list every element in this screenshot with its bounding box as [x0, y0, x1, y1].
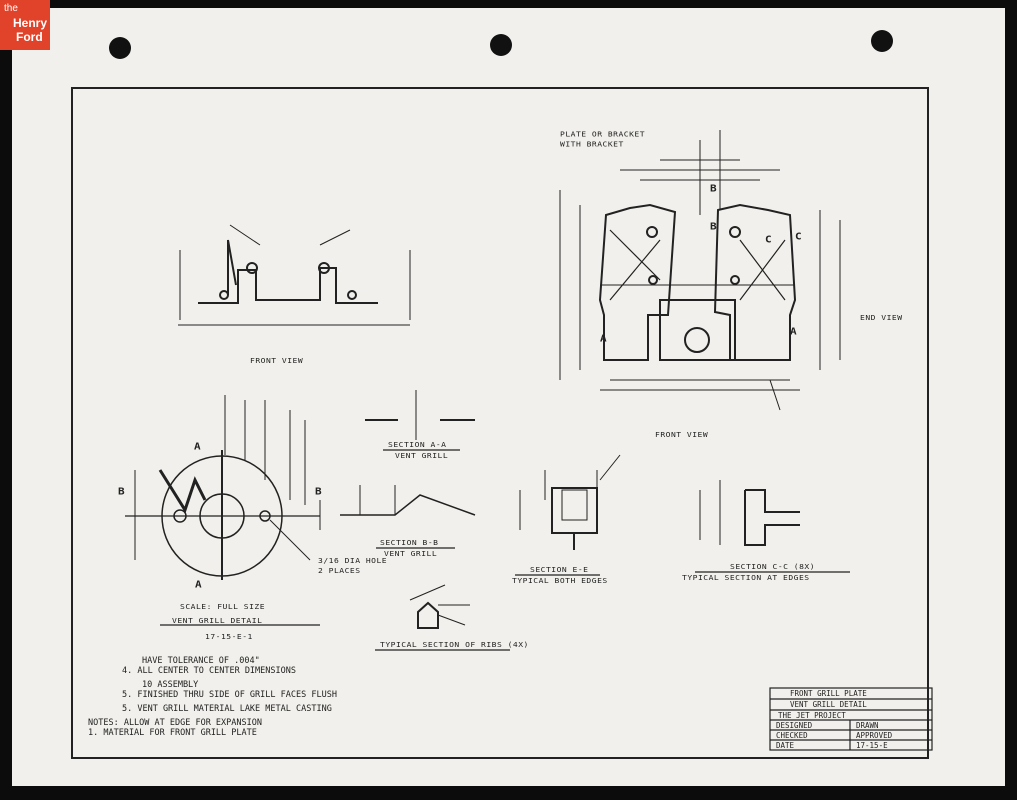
front-grill-plate-view [559, 130, 841, 411]
note-line: 10 ASSEMBLY [142, 680, 199, 690]
section-marker-a: A [195, 578, 203, 591]
title-block-cell: FRONT GRILL PLATE [790, 689, 867, 698]
title-block-cell: DATE [776, 741, 795, 750]
section-marker-c: C [795, 230, 803, 243]
hole-note: 3/16 DIA HOLE [318, 556, 388, 565]
title-block [769, 687, 933, 751]
punch-hole [109, 37, 131, 59]
note-line: 4. ALL CENTER TO CENTER DIMENSIONS [122, 666, 296, 676]
section-marker-b: B [710, 182, 718, 195]
detail-number-label: 17-15-E-1 [205, 632, 253, 641]
section-marker-a: A [194, 440, 202, 453]
section-bb-view [340, 485, 476, 516]
note-line: 5. VENT GRILL MATERIAL LAKE METAL CASTIN… [122, 704, 332, 714]
title-block-cell: APPROVED [856, 731, 893, 740]
plate-note: PLATE OR BRACKET [560, 130, 646, 139]
vent-grill-detail-view [125, 395, 321, 580]
title-block-cell: CHECKED [776, 731, 808, 740]
note-line: HAVE TOLERANCE OF .004" [142, 656, 260, 666]
vent-grill-label-2: VENT GRILL [384, 549, 438, 558]
section-marker-a: A [790, 325, 798, 338]
typical-both-edges-label: TYPICAL BOTH EDGES [512, 576, 608, 585]
section-marker-b: B [315, 485, 323, 498]
rib-section-label: TYPICAL SECTION OF RIBS (4X) [380, 640, 529, 649]
note-line: NOTES: ALLOW AT EDGE FOR EXPANSION [88, 718, 262, 728]
section-ee-label: SECTION E-E [530, 565, 589, 574]
plate-note-2: WITH BRACKET [560, 140, 624, 149]
vent-grill-detail-label: VENT GRILL DETAIL [172, 616, 263, 625]
scale-label: SCALE: FULL SIZE [180, 602, 266, 611]
end-view-label: END VIEW [860, 313, 903, 322]
section-bb-label: SECTION B-B [380, 538, 439, 547]
drawing-border [71, 87, 929, 759]
section-ee-view [519, 454, 621, 550]
section-cc-view [699, 480, 800, 546]
section-marker-b: B [710, 220, 718, 233]
section-marker-b: B [118, 485, 126, 498]
note-line: 5. FINISHED THRU SIDE OF GRILL FACES FLU… [122, 690, 337, 700]
title-block-cell: DRAWN [856, 721, 879, 730]
section-cc-label: SECTION C-C (8X) [730, 562, 816, 571]
vent-grill-label: VENT GRILL [395, 451, 449, 460]
hole-note-2: 2 PLACES [318, 566, 361, 575]
title-block-cell: THE JET PROJECT [778, 711, 846, 720]
section-aa-label: SECTION A-A [388, 440, 447, 449]
punch-hole [871, 30, 893, 52]
note-line: 1. MATERIAL FOR FRONT GRILL PLATE [88, 728, 257, 738]
punch-hole [490, 34, 512, 56]
drawing-sheet [12, 8, 1005, 786]
section-marker-c: C [765, 233, 773, 246]
henry-ford-logo: the Henry Ford [0, 0, 50, 50]
rib-section-view [409, 584, 470, 629]
title-block-cell: 17-15-E [856, 741, 888, 750]
bracket-profile-view [178, 224, 411, 326]
front-view-caption-2: FRONT VIEW [655, 430, 709, 439]
title-block-cell: VENT GRILL DETAIL [790, 700, 867, 709]
section-marker-a: A [600, 332, 608, 345]
front-view-caption: FRONT VIEW [250, 356, 304, 365]
section-aa-view [365, 390, 475, 440]
title-block-cell: DESIGNED [776, 721, 813, 730]
typical-section-label: TYPICAL SECTION AT EDGES [682, 573, 810, 582]
